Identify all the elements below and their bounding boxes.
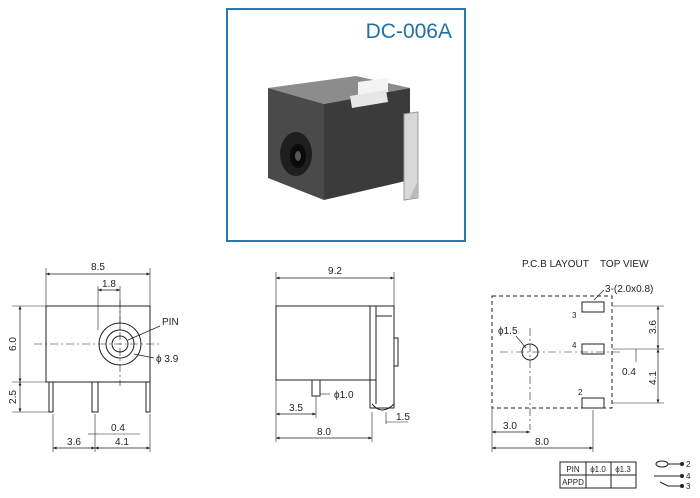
pcb-dim-8: 8.0: [535, 437, 549, 448]
legend-2: 2: [686, 460, 691, 469]
pcb-pin2-label: 2: [578, 388, 583, 397]
side-pin-dia-label: ϕ1.0: [334, 390, 354, 401]
table-appd-label: APPD: [562, 478, 584, 487]
pcb-slot-3: [581, 301, 605, 313]
pcb-dim-3: 3.0: [503, 421, 517, 432]
side-top-dim-label: 9.2: [328, 266, 342, 277]
pcb-heading-view: TOP VIEW: [600, 259, 649, 270]
pcb-slot-4: [581, 343, 605, 355]
product-photo-frame: DC-006A: [226, 8, 466, 242]
pcb-slot-2: [581, 397, 605, 409]
front-pin-offset-label: 1.8: [102, 279, 116, 290]
pcb-pin4-label: 4: [572, 341, 577, 350]
side-tab-width-label: 1.5: [396, 412, 410, 423]
table-col1-header: ϕ1.0: [590, 465, 606, 474]
jack-render: [268, 76, 419, 201]
side-view-body: [275, 305, 377, 381]
pcb-dim-right-top: 3.6: [648, 320, 659, 334]
pcb-slot-label: 3-(2.0x0.8): [605, 284, 653, 295]
pcb-heading-layout: P.C.B LAYOUT: [522, 259, 589, 270]
table-pin-header: PIN: [566, 465, 580, 474]
pcb-dim-small: 0.4: [622, 367, 636, 378]
pcb-pin3-label: 3: [572, 311, 577, 320]
front-height-label: 6.0: [8, 337, 19, 351]
front-width-label: 8.5: [91, 262, 105, 273]
front-leg-thick-label: 0.4: [111, 423, 125, 434]
pcb-dim-right-bottom: 4.1: [648, 371, 659, 385]
jack-side-face: [324, 88, 410, 200]
front-right-dim-label: 4.1: [115, 437, 129, 448]
front-left-dim-label: 3.6: [67, 437, 81, 448]
side-pin-pos-label: 3.5: [289, 403, 303, 414]
legend-3: 3: [686, 482, 691, 491]
front-pin-label: PIN: [162, 317, 179, 328]
pcb-hole-dia-label: ϕ1.5: [498, 326, 518, 337]
table-col2-header: ϕ1.3: [615, 465, 631, 474]
legend-4: 4: [686, 472, 691, 481]
front-leg-label: 2.5: [8, 390, 19, 404]
front-hole-dia-label: ϕ 3.9: [156, 354, 179, 365]
side-bottom-dim-label: 8.0: [317, 427, 331, 438]
product-title: DC-006A: [365, 20, 452, 43]
